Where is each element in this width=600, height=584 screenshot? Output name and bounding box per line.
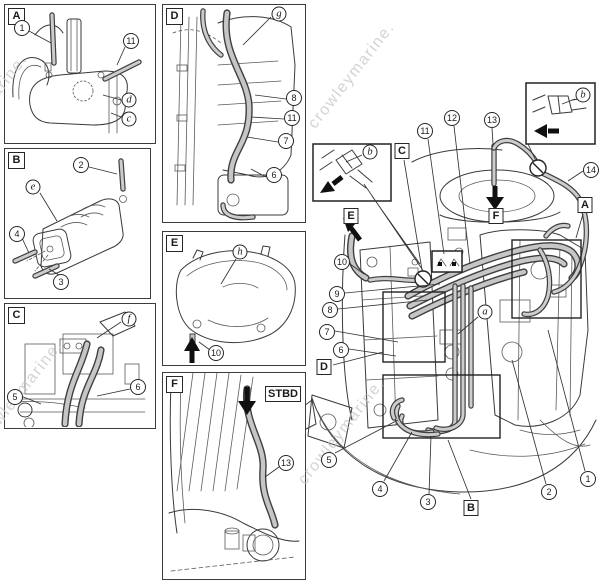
callout-g: g xyxy=(271,6,287,22)
panel-label-c: C xyxy=(8,307,25,324)
label-box-d: D xyxy=(316,359,332,375)
label-box-b: B xyxy=(463,500,479,516)
callout-3: 3 xyxy=(53,274,69,290)
callout-10: 10 xyxy=(208,345,224,361)
callout-3: 3 xyxy=(420,494,436,510)
callout-14: 14 xyxy=(583,162,599,178)
callout-6: 6 xyxy=(266,167,282,183)
callout-c: c xyxy=(121,111,137,127)
callout-5: 5 xyxy=(7,389,23,405)
panel-d: D g 8 11 7 6 xyxy=(162,4,306,223)
label-box-c: C xyxy=(394,143,410,159)
callout-12: 12 xyxy=(444,110,460,126)
callout-b: b xyxy=(575,87,591,103)
callout-13: 13 xyxy=(278,455,294,471)
callout-6: 6 xyxy=(130,379,146,395)
callout-10: 10 xyxy=(334,254,350,270)
callout-7: 7 xyxy=(278,133,294,149)
callout-11: 11 xyxy=(123,33,139,49)
callout-a: a xyxy=(477,304,493,320)
callout-4: 4 xyxy=(9,226,25,242)
callout-b: b xyxy=(362,144,378,160)
callout-4: 4 xyxy=(372,481,388,497)
panel-label-f: F xyxy=(166,376,183,393)
label-box-a: A xyxy=(577,197,593,213)
panel-b: B 2 e 4 3 xyxy=(4,148,151,299)
panel-label-d: D xyxy=(166,8,183,25)
panel-d-sketch xyxy=(172,5,296,221)
callout-h: h xyxy=(232,244,248,260)
callout-13: 13 xyxy=(484,112,500,128)
panel-e: E h 10 xyxy=(162,231,306,366)
panel-e-sketch xyxy=(175,245,296,363)
label-box-stbd: STBD xyxy=(265,386,301,402)
callout-e: e xyxy=(25,179,41,195)
panel-c-sketch xyxy=(14,311,146,427)
panel-f: F STBD 13 xyxy=(162,372,306,580)
label-box-f: F xyxy=(488,208,504,224)
callout-1: 1 xyxy=(580,471,596,487)
callout-7: 7 xyxy=(319,324,335,340)
panel-c: C f 5 6 xyxy=(4,303,156,429)
callout-2: 2 xyxy=(541,484,557,500)
callout-6: 6 xyxy=(333,342,349,358)
callout-5: 5 xyxy=(321,452,337,468)
panel-a-sketch xyxy=(12,5,154,134)
callout-9: 9 xyxy=(329,286,345,302)
callout-11: 11 xyxy=(284,110,300,126)
callout-8: 8 xyxy=(322,302,338,318)
callout-11: 11 xyxy=(417,123,433,139)
callout-f: f xyxy=(121,311,137,327)
panel-b-sketch xyxy=(5,149,127,297)
callout-d: d xyxy=(121,92,137,108)
callout-2: 2 xyxy=(73,157,89,173)
callout-1: 1 xyxy=(14,20,30,36)
callout-8: 8 xyxy=(286,90,302,106)
panel-label-b: B xyxy=(8,152,25,169)
label-box-e: E xyxy=(343,208,359,224)
panel-label-e: E xyxy=(166,235,183,252)
panel-f-sketch xyxy=(168,373,300,572)
